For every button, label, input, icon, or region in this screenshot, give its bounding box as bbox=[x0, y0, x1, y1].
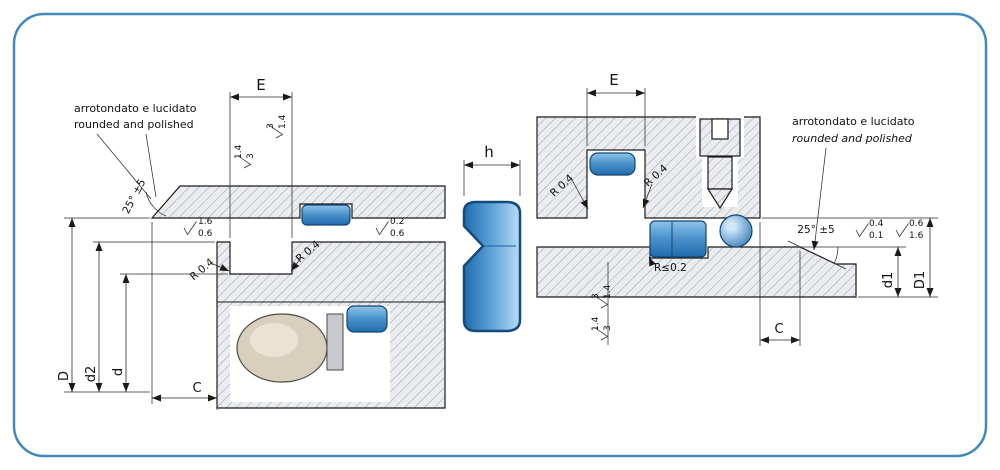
right-rough-g2-top: 1.4 bbox=[591, 316, 601, 331]
left-rough1-bot: 3 bbox=[246, 153, 256, 159]
left-roughness-bore: 1.6 0.6 bbox=[183, 217, 213, 239]
left-rough-face-bot: 0.6 bbox=[390, 229, 405, 239]
left-r2-leader bbox=[290, 257, 302, 272]
surface-finish-icon bbox=[375, 221, 389, 236]
left-roughness-mark-2: 3 1.4 bbox=[266, 114, 288, 139]
left-note-line2: rounded and polished bbox=[74, 118, 194, 131]
surface-finish-icon bbox=[594, 295, 609, 309]
right-rod-seal bbox=[649, 220, 707, 258]
left-dim-E: E bbox=[229, 76, 293, 238]
right-rough-g2-bot: 3 bbox=[603, 325, 613, 331]
left-rough-bore-bot: 0.6 bbox=[198, 229, 213, 239]
right-cross-section: E R 0.4 R 0.4 R≤0.2 arrotondato e lucida… bbox=[536, 71, 938, 346]
left-rough-bore-top: 1.6 bbox=[198, 217, 213, 227]
left-seal-profile bbox=[301, 204, 351, 226]
right-rough-rod-bot: 1.6 bbox=[909, 231, 924, 241]
right-r3-leader bbox=[648, 256, 656, 267]
left-dimE-label: E bbox=[256, 76, 265, 94]
seal-profile-figure: h bbox=[462, 143, 522, 333]
right-r2-leader bbox=[642, 183, 653, 209]
right-dim-D1: D1 bbox=[762, 217, 938, 297]
right-note-line1: arrotondato e lucidato bbox=[792, 115, 915, 128]
right-angle-label: 25° ±5 bbox=[797, 224, 834, 236]
bolt-socket bbox=[711, 118, 729, 140]
right-rough-cham-bot: 0.1 bbox=[869, 231, 883, 241]
left-note-leader-1 bbox=[96, 133, 152, 200]
right-dimD1-label: D1 bbox=[913, 271, 928, 289]
surface-finish-icon bbox=[855, 223, 869, 238]
right-roughness-rod: 0.6 1.6 bbox=[895, 219, 924, 241]
right-r3-label: R≤0.2 bbox=[654, 262, 687, 274]
left-dimd-label: d bbox=[111, 368, 126, 376]
surface-finish-icon bbox=[183, 221, 197, 236]
left-dim-d: d bbox=[111, 273, 228, 392]
surface-finish-icon bbox=[237, 155, 252, 169]
right-rough-g1-bot: 1.4 bbox=[603, 284, 613, 299]
right-chamfer-ext-line bbox=[787, 240, 847, 270]
left-rough2-bot: 1.4 bbox=[278, 114, 288, 129]
left-roughness-mark-1: 1.4 3 bbox=[234, 144, 256, 169]
left-pin-detail bbox=[326, 313, 344, 371]
right-dimC-label: C bbox=[774, 322, 783, 337]
right-angle-arc bbox=[833, 246, 839, 265]
right-rough-rod-top: 0.6 bbox=[909, 219, 924, 229]
left-housing-bar bbox=[150, 185, 446, 219]
right-dim-C: C bbox=[759, 222, 801, 346]
left-rough1-top: 1.4 bbox=[234, 144, 244, 159]
bolt-shank bbox=[707, 156, 733, 190]
right-roughness-chamfer: 0.4 0.1 bbox=[855, 219, 884, 241]
left-dimD-label: D bbox=[57, 371, 72, 381]
left-dim-C: C bbox=[151, 222, 218, 410]
left-dimC-label: C bbox=[192, 381, 201, 396]
right-note-line2: rounded and polished bbox=[792, 132, 913, 145]
left-note: arrotondato e lucidato rounded and polis… bbox=[74, 102, 197, 200]
seal-cross-section bbox=[462, 200, 522, 333]
left-note-leader-2 bbox=[145, 133, 157, 198]
dimh-label: h bbox=[484, 143, 494, 161]
right-oring bbox=[719, 214, 753, 248]
right-chamfer-angle: 25° ±5 bbox=[787, 224, 906, 270]
left-angle-arc bbox=[145, 191, 167, 217]
left-dimd2-label: d2 bbox=[84, 366, 99, 383]
surface-finish-icon bbox=[594, 327, 609, 341]
surface-finish-icon bbox=[269, 125, 284, 139]
left-ball-highlight bbox=[250, 323, 298, 357]
left-rough-face-top: 0.2 bbox=[390, 217, 404, 227]
right-rough-g1-top: 3 bbox=[591, 293, 601, 299]
right-dim-E: E bbox=[586, 71, 646, 146]
right-r1-leader bbox=[571, 179, 589, 210]
middle-dim-h: h bbox=[463, 143, 521, 196]
right-roughness-mark-1: 3 1.4 bbox=[591, 284, 613, 309]
right-rough-cham-top: 0.4 bbox=[869, 219, 884, 229]
right-radius-callout-3: R≤0.2 bbox=[648, 256, 687, 274]
right-dimE-label: E bbox=[609, 71, 618, 89]
right-note: arrotondato e lucidato rounded and polis… bbox=[792, 115, 915, 251]
right-note-leader bbox=[811, 147, 827, 251]
left-cross-section: arrotondato e lucidato rounded and polis… bbox=[57, 76, 446, 410]
left-dim-D: D bbox=[57, 217, 150, 393]
surface-finish-icon bbox=[895, 223, 909, 238]
left-oring-detail bbox=[346, 305, 388, 333]
left-note-line1: arrotondato e lucidato bbox=[74, 102, 197, 115]
left-rough2-top: 3 bbox=[266, 123, 276, 129]
left-r1-leader bbox=[212, 263, 230, 272]
left-roughness-face: 0.2 0.6 bbox=[375, 217, 405, 239]
left-dim-d2: d2 bbox=[84, 241, 215, 392]
right-groove-seal bbox=[589, 152, 636, 176]
right-dim-d1: d1 bbox=[858, 247, 938, 298]
right-roughness-mark-2: 1.4 3 bbox=[591, 316, 613, 341]
bolt-tip bbox=[706, 188, 734, 210]
right-dimd1-label: d1 bbox=[881, 272, 896, 289]
